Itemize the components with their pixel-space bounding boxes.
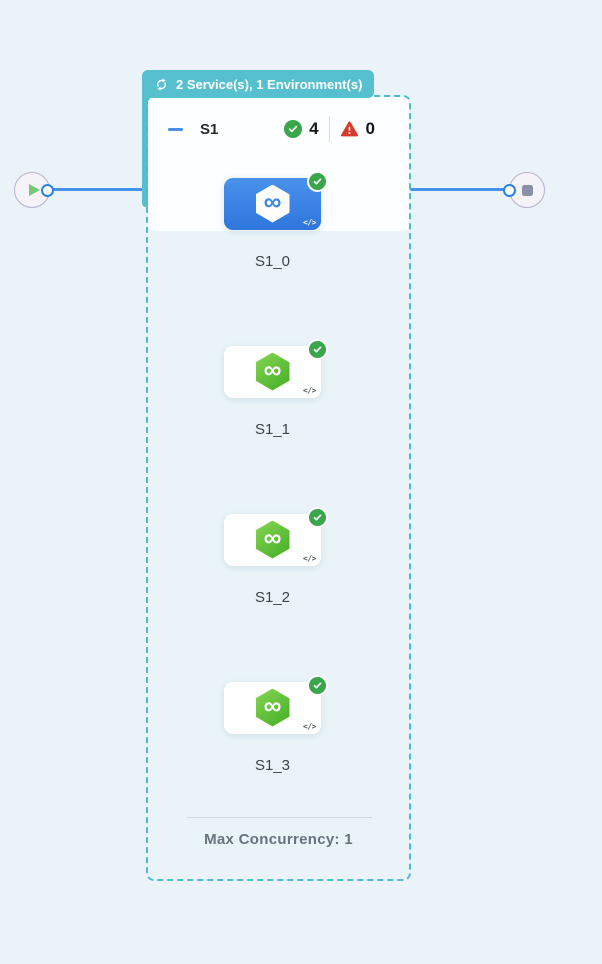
error-count: 0	[365, 119, 375, 138]
service-node[interactable]: ∞ </>	[224, 339, 328, 398]
counts-divider	[328, 116, 330, 142]
max-concurrency-label: Max Concurrency: 1	[204, 831, 353, 848]
play-icon	[28, 184, 40, 196]
status-check-icon	[307, 507, 328, 528]
service-node-label: S1_1	[254, 421, 291, 438]
service-node-label: S1_3	[254, 757, 291, 774]
services-environments-badge[interactable]: 2 Service(s), 1 Environment(s)	[142, 70, 375, 98]
code-icon: </>	[303, 554, 316, 563]
service-hexagon-icon: ∞	[255, 184, 290, 223]
service-node[interactable]: ∞ </>	[224, 507, 328, 566]
stage-header[interactable]: S1 4 0	[168, 116, 375, 142]
connector-dot-start	[41, 184, 54, 197]
stop-icon	[521, 184, 533, 196]
edge-start-to-stage	[46, 188, 147, 191]
connector-dot-end	[503, 184, 516, 197]
service-node-slot: ∞ </> S1_3	[224, 675, 328, 774]
status-check-icon	[307, 339, 328, 360]
infinity-icon: ∞	[263, 523, 282, 552]
footer-divider	[187, 817, 372, 818]
success-check-icon	[284, 120, 303, 138]
code-icon: </>	[303, 722, 316, 731]
success-count: 4	[309, 119, 319, 138]
service-node[interactable]: ∞ </>	[224, 675, 328, 734]
stage-name: S1	[200, 120, 219, 138]
minus-icon	[168, 127, 183, 131]
infinity-icon: ∞	[263, 691, 282, 720]
warning-icon	[340, 120, 359, 138]
code-icon: </>	[303, 218, 316, 227]
service-node-slot: ∞ </> S1_0	[224, 171, 328, 270]
infinity-icon: ∞	[263, 187, 282, 216]
service-hexagon-icon: ∞	[255, 352, 290, 391]
infinity-icon: ∞	[263, 355, 282, 384]
loop-icon	[157, 78, 166, 90]
service-hexagon-icon: ∞	[255, 688, 290, 727]
status-check-icon	[307, 675, 328, 696]
service-node[interactable]: ∞ </>	[224, 171, 328, 230]
service-node-label: S1_2	[254, 589, 291, 606]
edge-stage-to-end	[410, 188, 510, 191]
service-node-slot: ∞ </> S1_2	[224, 507, 328, 606]
stage-container[interactable]: S1 4 0 ∞ </> S1_0	[146, 95, 411, 881]
service-node-slot: ∞ </> S1_1	[224, 339, 328, 438]
code-icon: </>	[303, 386, 316, 395]
badge-label: 2 Service(s), 1 Environment(s)	[176, 76, 363, 92]
status-check-icon	[307, 171, 328, 192]
service-hexagon-icon: ∞	[255, 520, 290, 559]
service-node-label: S1_0	[254, 253, 291, 270]
